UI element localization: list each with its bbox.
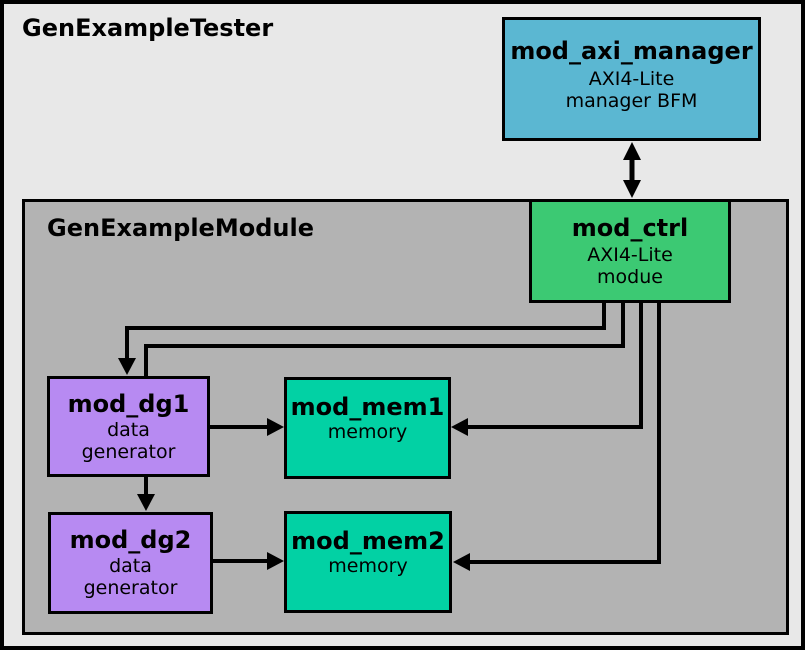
block-mod-dg2: mod_dg2 data generator bbox=[48, 512, 213, 614]
block-desc-line: data bbox=[107, 419, 150, 441]
tester-title: GenExampleTester bbox=[22, 14, 274, 42]
block-mod-mem2: mod_mem2 memory bbox=[284, 511, 452, 613]
block-name: mod_ctrl bbox=[571, 214, 689, 242]
block-desc-line: AXI4-Lite bbox=[587, 244, 673, 266]
block-desc-line: memory bbox=[328, 555, 408, 577]
block-mod-axi-manager: mod_axi_manager AXI4-Lite manager BFM bbox=[502, 17, 761, 141]
block-desc-line: manager BFM bbox=[565, 90, 698, 112]
block-mod-dg1: mod_dg1 data generator bbox=[47, 376, 210, 477]
block-name: mod_dg1 bbox=[67, 390, 190, 418]
block-name: mod_axi_manager bbox=[510, 37, 753, 65]
bidir-arrow-manager-ctrl bbox=[623, 142, 641, 198]
block-desc-line: AXI4-Lite bbox=[588, 68, 675, 90]
block-name: mod_mem2 bbox=[291, 527, 445, 555]
block-desc-line: generator bbox=[83, 577, 178, 599]
block-desc-line: data bbox=[109, 555, 152, 577]
block-desc-line: generator bbox=[81, 441, 176, 463]
block-desc-line: modue bbox=[597, 266, 663, 288]
block-name: mod_dg2 bbox=[69, 526, 192, 554]
module-title: GenExampleModule bbox=[47, 214, 314, 242]
block-desc-line: memory bbox=[327, 421, 408, 443]
block-mod-ctrl: mod_ctrl AXI4-Lite modue bbox=[529, 199, 731, 303]
block-mod-mem1: mod_mem1 memory bbox=[284, 377, 451, 479]
block-name: mod_mem1 bbox=[290, 393, 445, 421]
